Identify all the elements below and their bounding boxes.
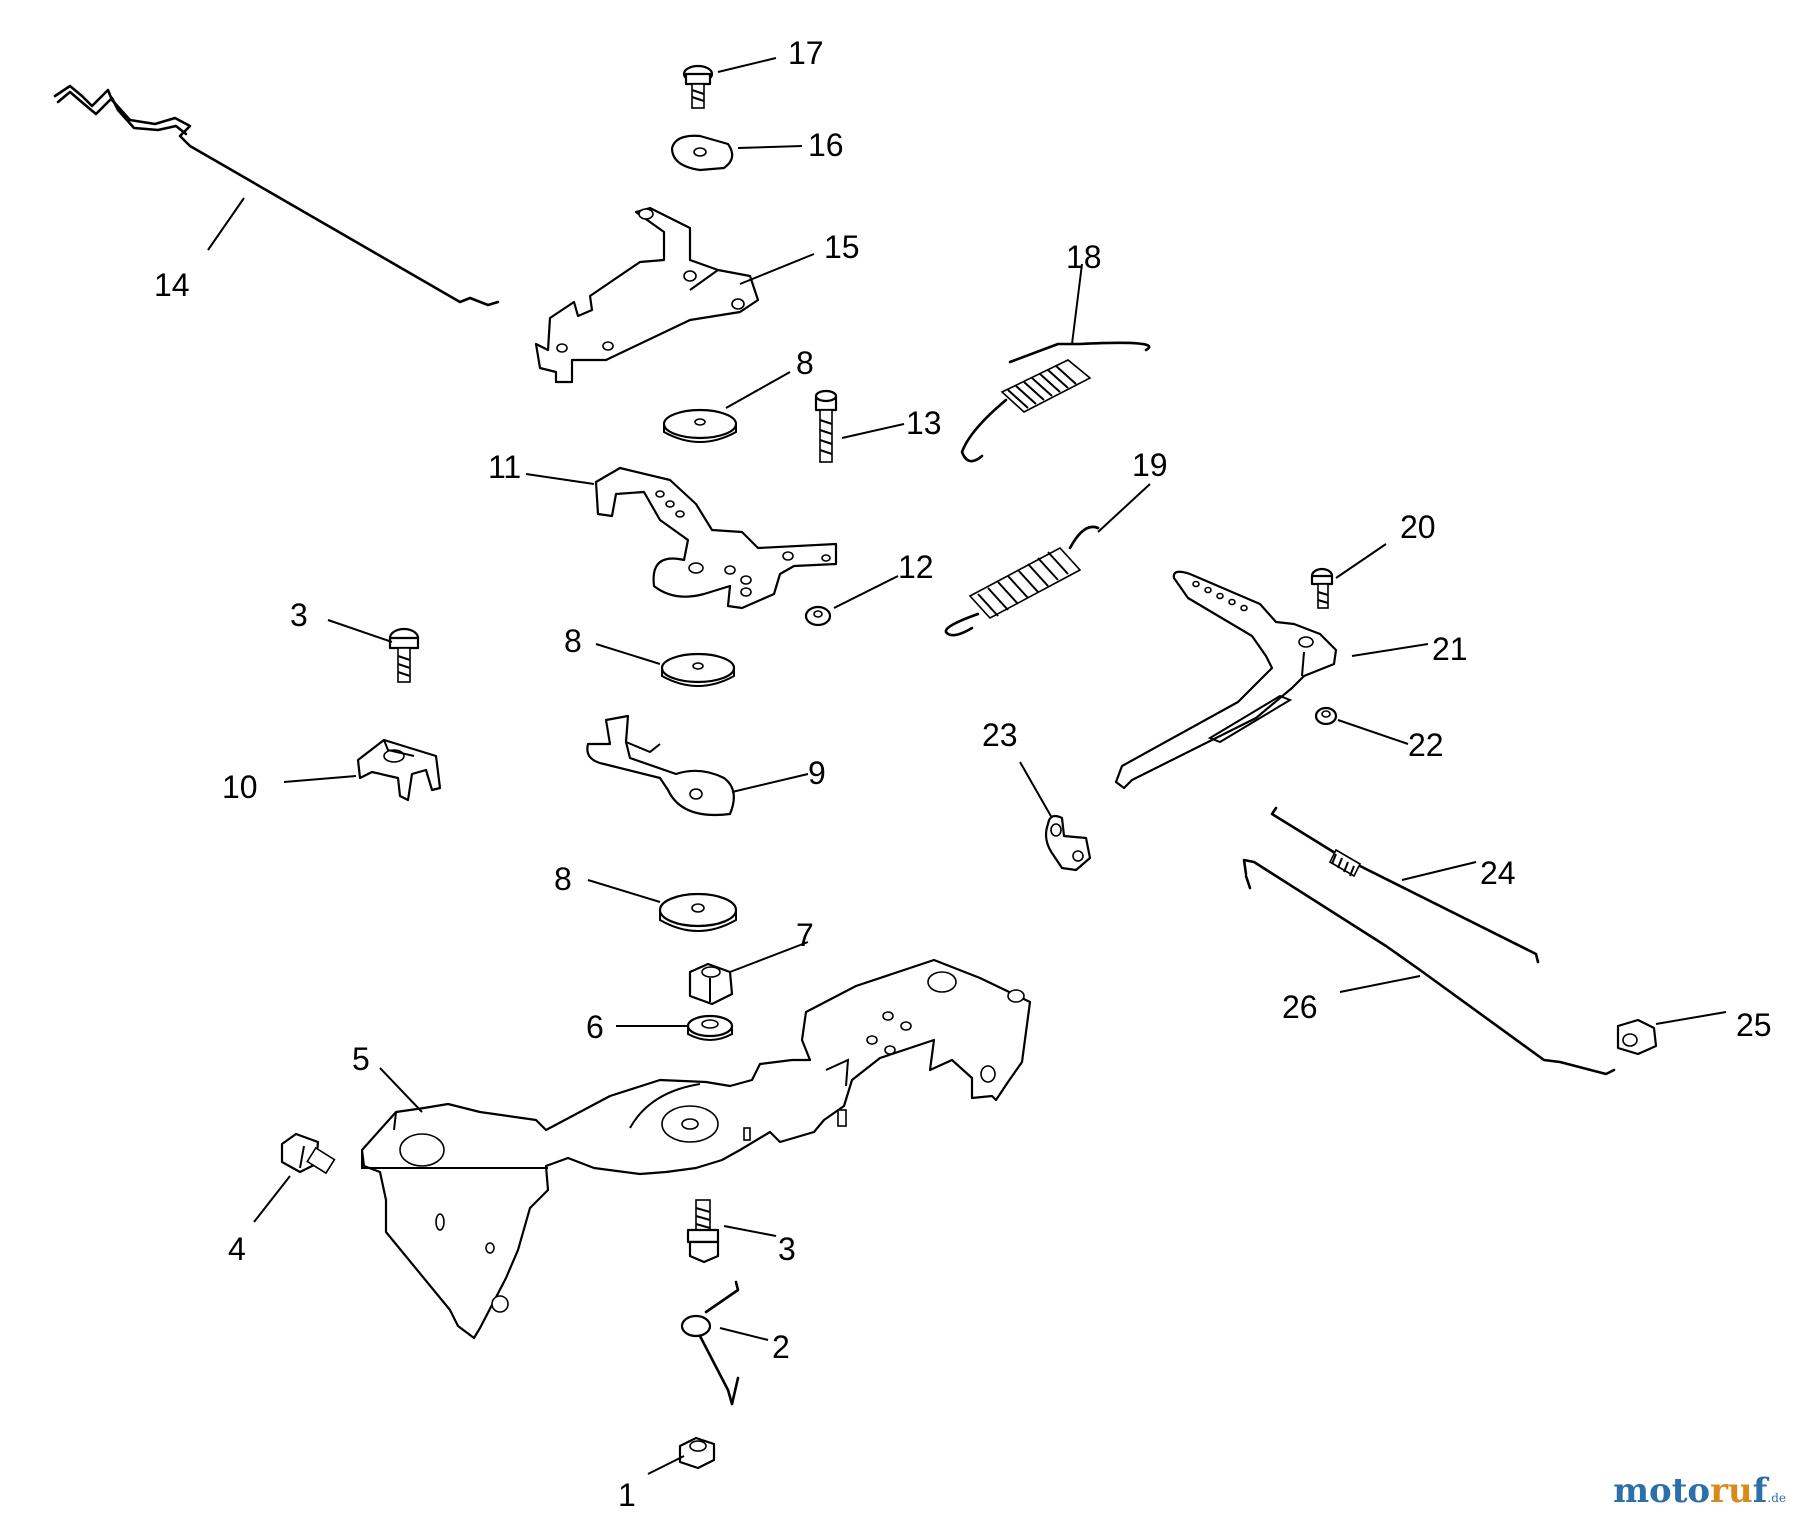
callout-23: 23 [982,717,1018,753]
part-13-screw [814,389,838,463]
watermark-tld: .de [1767,1491,1786,1505]
part-7-nut [688,962,734,1006]
part-19-spring [944,525,1100,637]
part-8-washer-lower [658,892,738,932]
part-16-plate [670,134,734,172]
callout-16: 16 [808,127,844,163]
callout-3-upper: 3 [290,597,308,633]
part-25-grommet [1616,1018,1658,1056]
callout-22: 22 [1408,727,1444,763]
callout-4: 4 [228,1231,246,1267]
part-3-bolt-upper [388,627,420,683]
callout-9: 9 [808,755,826,791]
part-1-nut [678,1436,716,1470]
part-23-clip [1044,814,1092,872]
callout-18: 18 [1066,239,1102,275]
part-26-rod [1242,858,1616,1076]
part-3-bolt-lower [686,1199,720,1264]
part-12-nut [804,605,832,627]
part-10-clip [356,738,442,802]
watermark-part1: moto [1613,1471,1711,1511]
callout-13: 13 [906,405,942,441]
part-18-spring [960,341,1151,463]
callout-1: 1 [618,1477,636,1513]
callout-15: 15 [824,229,860,265]
part-2-spring [680,1280,740,1406]
callout-10: 10 [222,769,258,805]
part-24-spring-rod [1270,806,1540,964]
callout-labels: 17 16 15 14 18 8 13 11 19 20 12 3 8 21 2… [154,35,1772,1513]
part-15-bracket [534,206,760,384]
part-5-main-bracket [360,958,1032,1340]
part-11-lever [594,466,838,610]
callout-25: 25 [1736,1007,1772,1043]
callout-24: 24 [1480,855,1516,891]
callout-21: 21 [1432,631,1468,667]
part-6-washer [686,1014,734,1041]
part-9-plate [586,714,735,816]
callout-3-lower: 3 [778,1231,796,1267]
callout-11: 11 [488,449,521,485]
part-22-nut [1314,706,1338,726]
callout-8-upper: 8 [796,345,814,381]
callout-12: 12 [898,549,934,585]
callout-5: 5 [352,1041,370,1077]
part-8-washer-middle [660,652,736,687]
leader-lines [207,57,1727,1475]
part-20-bolt [1310,567,1334,609]
callout-14: 14 [154,267,190,303]
callout-7: 7 [796,917,814,953]
callout-8-lower: 8 [554,861,572,897]
callout-17: 17 [788,35,824,71]
callout-26: 26 [1282,989,1318,1025]
watermark-logo: motoruf.de [1613,1471,1786,1511]
part-8-washer-upper [662,408,738,443]
part-14-rod [53,84,500,307]
callout-8-middle: 8 [564,623,582,659]
watermark-part3: f [1752,1471,1768,1511]
callout-2: 2 [772,1329,790,1365]
callout-6: 6 [586,1009,604,1045]
watermark-part2: ru [1710,1471,1753,1511]
part-4-bolt [280,1132,336,1175]
part-21-lever-arm [1114,570,1338,790]
callout-19: 19 [1132,447,1168,483]
part-17-bolt [682,64,714,109]
callout-20: 20 [1400,509,1436,545]
